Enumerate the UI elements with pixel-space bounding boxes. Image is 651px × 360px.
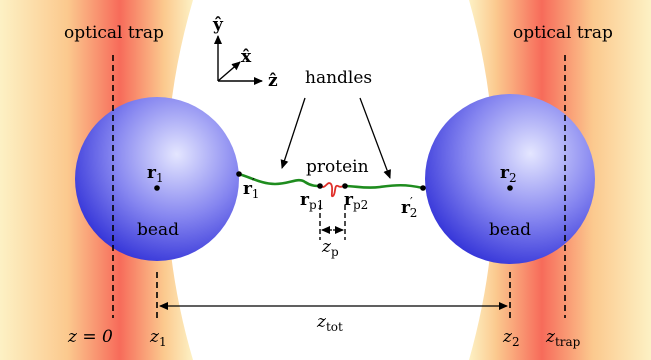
r1-label: r1	[147, 163, 164, 185]
optical-trap-right-label: optical trap	[513, 23, 613, 43]
z2-label: z2	[502, 327, 520, 349]
attach-point-r1p	[236, 171, 242, 177]
attach-point-r2p	[420, 185, 426, 191]
attach-point-rp2	[342, 183, 348, 189]
rp1-label: rp1	[300, 190, 324, 212]
zp-label: zp	[321, 237, 339, 259]
optical-trap-left-label: optical trap	[64, 23, 164, 43]
handles-arrow-right	[359, 97, 391, 179]
handle-right	[344, 183, 424, 190]
protein-label: protein	[306, 157, 369, 177]
handle-left	[238, 172, 321, 188]
rp2-label: rp2	[344, 190, 368, 212]
axis-x-line	[217, 61, 241, 82]
axis-x-label: x̂	[241, 47, 252, 67]
bead-right	[425, 94, 595, 264]
axis-y-label: ŷ	[212, 15, 224, 35]
r2p-label: r′2	[401, 195, 417, 220]
bead-center-left	[154, 185, 160, 191]
bead-right-label: bead	[489, 220, 531, 240]
handles-label: handles	[305, 68, 372, 88]
bead-left	[75, 97, 239, 261]
bead-left-label: bead	[137, 220, 179, 240]
axis-z-label: ẑ	[268, 71, 278, 91]
ztot-label: ztot	[316, 312, 343, 334]
protein-coil	[319, 182, 346, 198]
z1-label: z1	[149, 327, 167, 349]
handles-arrow-left	[280, 97, 306, 169]
bead-center-right	[507, 185, 513, 191]
ztrap-label: ztrap	[545, 327, 581, 349]
r1p-label: r′1	[243, 176, 259, 201]
r2-label: r2	[500, 163, 517, 185]
attach-point-rp1	[317, 183, 323, 189]
z-eq-0-label: z = 0	[67, 327, 113, 347]
